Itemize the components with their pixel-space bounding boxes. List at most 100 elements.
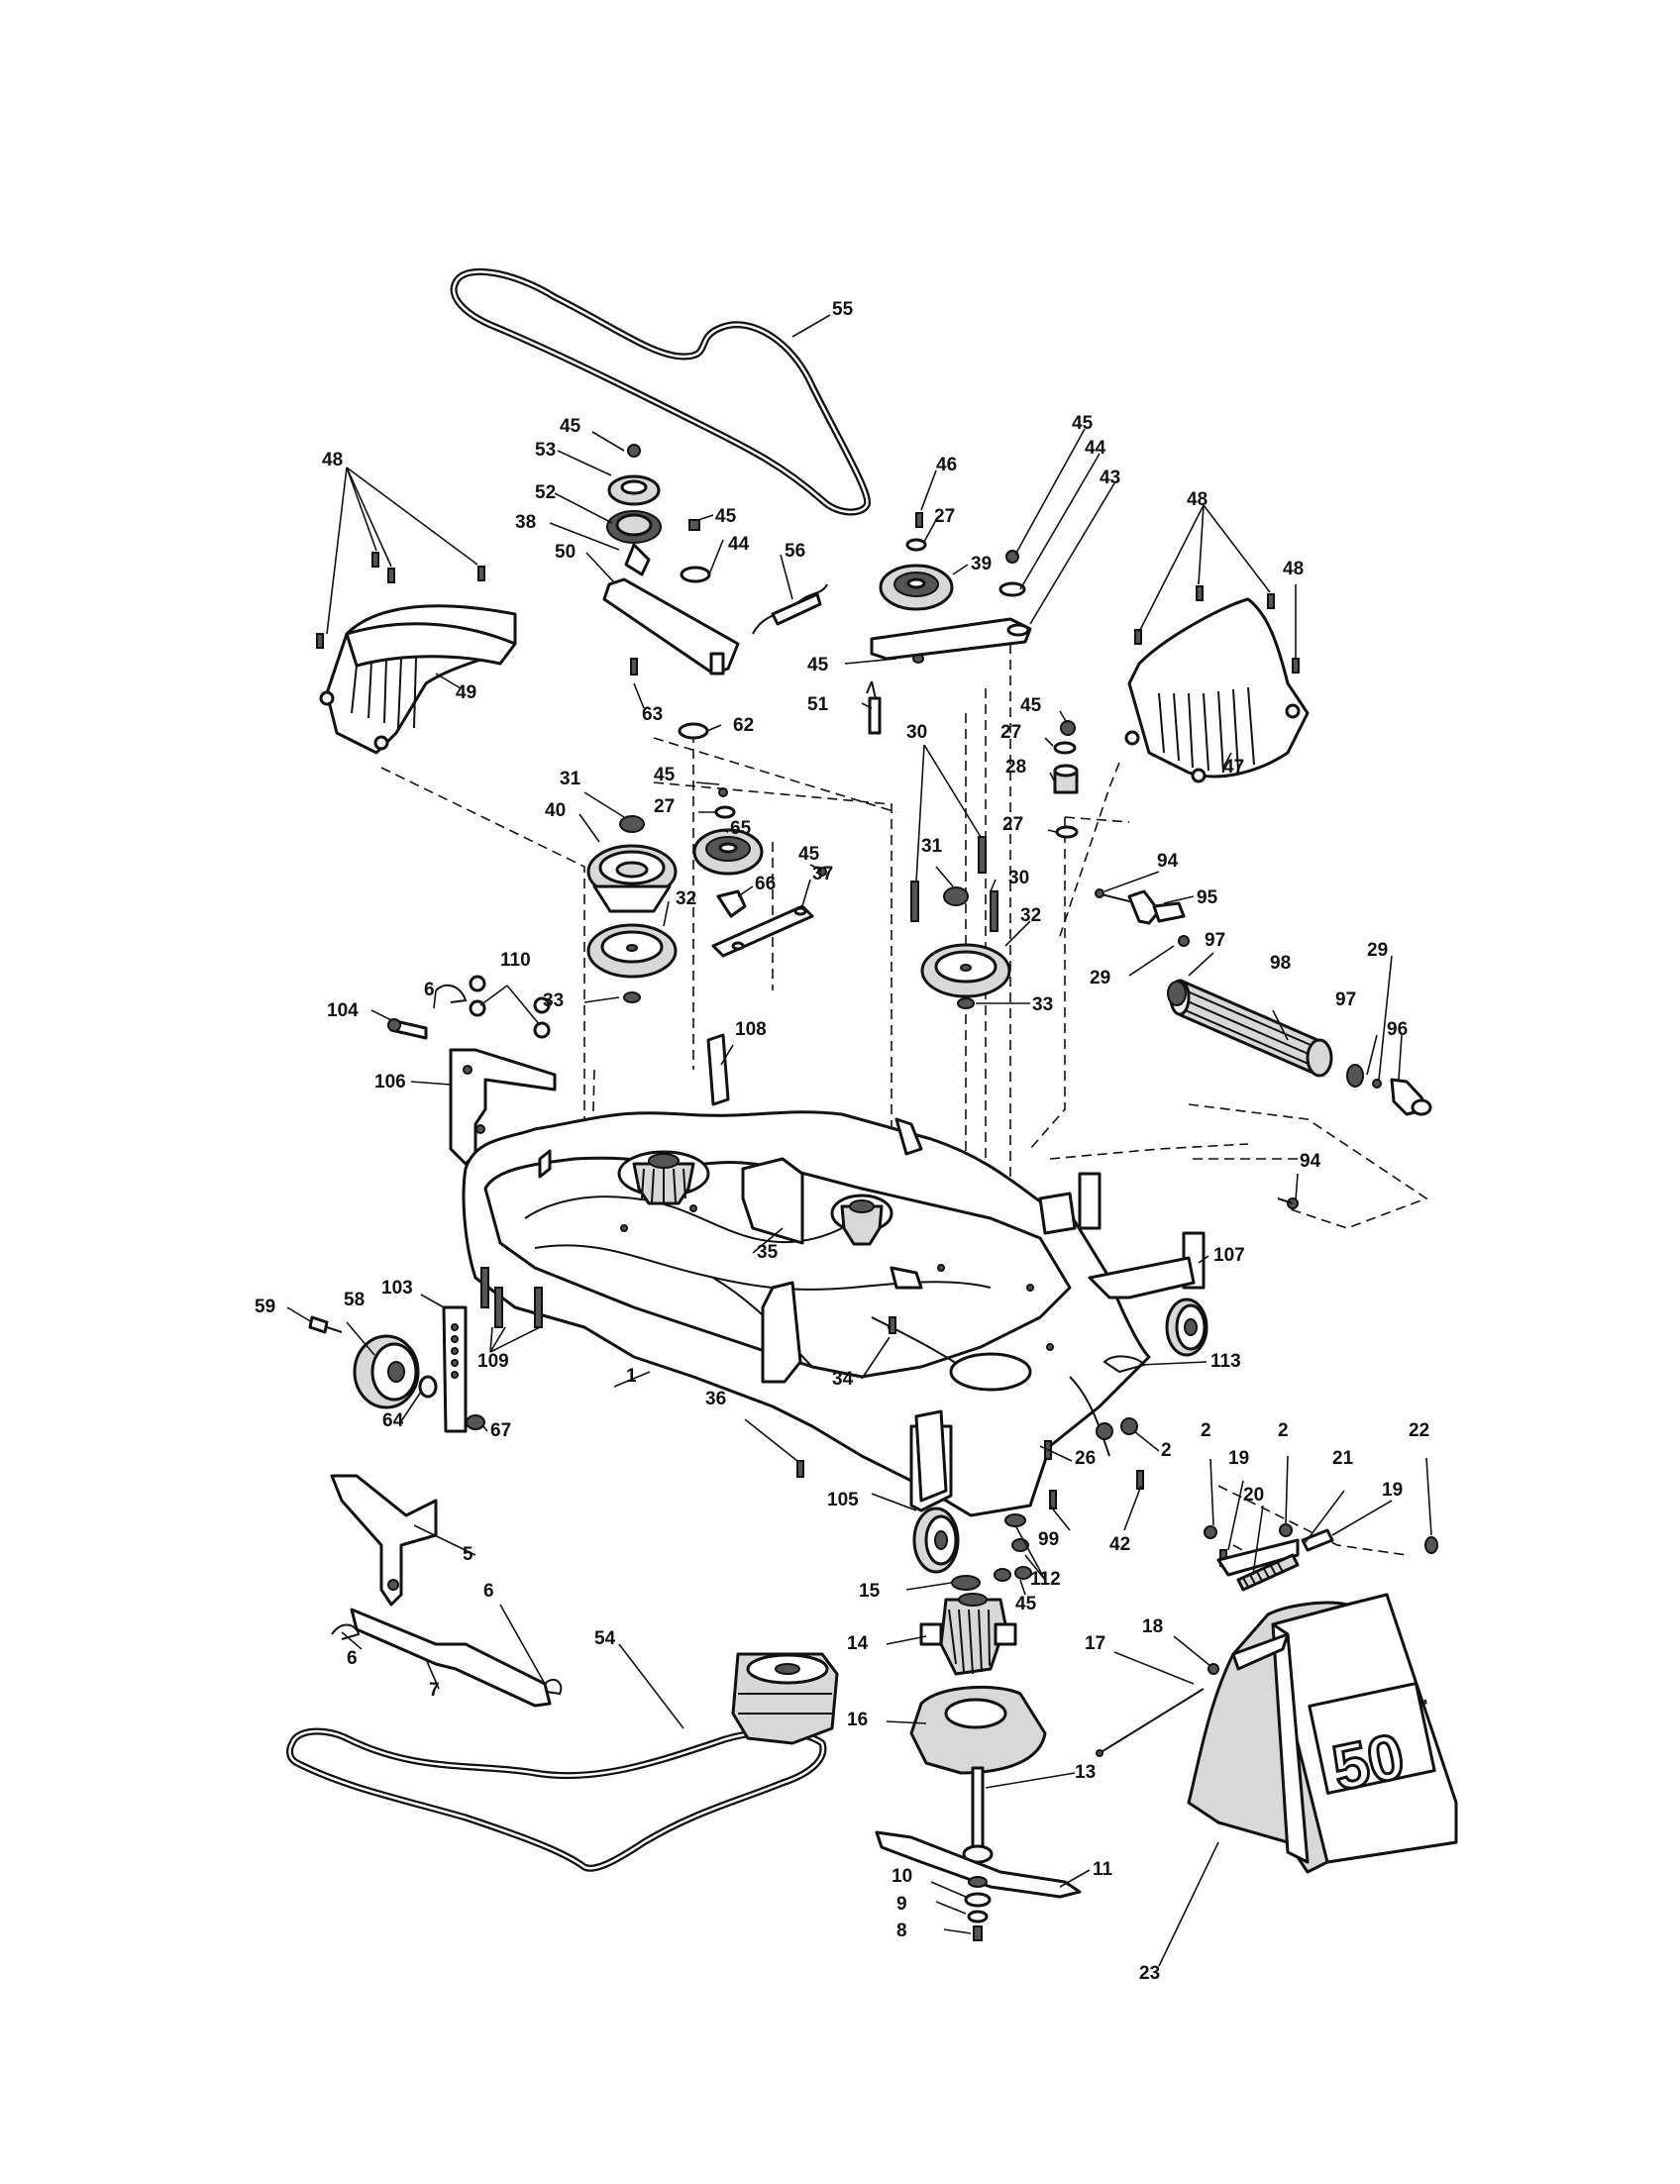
lift-arm-assembly <box>330 1474 563 1708</box>
callout-label: 34 <box>832 1369 854 1390</box>
callout-label: 10 <box>892 1866 912 1887</box>
callout-label: 45 <box>1072 413 1094 434</box>
callout-label: 112 <box>1030 1569 1061 1590</box>
callout-label: 42 <box>1109 1534 1130 1555</box>
callout-label: 19 <box>1382 1480 1403 1501</box>
callout-label: 45 <box>798 844 820 865</box>
belt-55 <box>450 267 871 516</box>
callout-label: 108 <box>735 1019 767 1040</box>
callout-label: 2 <box>1278 1420 1289 1441</box>
callout-label: 2 <box>1201 1420 1211 1441</box>
callout-label: 15 <box>859 1581 881 1602</box>
callout-label: 48 <box>1283 559 1304 579</box>
callout-label: 104 <box>327 1000 359 1021</box>
callout-label: 50 <box>555 542 576 563</box>
callout-label: 32 <box>1020 905 1041 926</box>
callout-label: 113 <box>1210 1351 1241 1372</box>
deflector-right-47 <box>1124 585 1310 783</box>
callout-label: 45 <box>715 506 737 527</box>
callout-label: 62 <box>733 715 754 736</box>
spindle-housing-stack <box>919 1513 1032 1676</box>
callout-label: 27 <box>654 796 675 817</box>
callout-label: 94 <box>1300 1151 1321 1172</box>
callout-label: 6 <box>347 1648 358 1669</box>
gauge-wheel-107 <box>1078 1172 1208 1357</box>
callout-label: 8 <box>896 1921 907 1941</box>
deflector-left-49 <box>316 552 517 755</box>
callout-label: 27 <box>934 506 955 527</box>
callout-label: 46 <box>936 455 957 475</box>
callout-label: 48 <box>1187 489 1208 510</box>
callout-label: 45 <box>807 655 829 676</box>
idler-bracket-assembly <box>602 444 828 740</box>
callout-label: 59 <box>255 1297 275 1317</box>
callout-label: 21 <box>1332 1448 1354 1469</box>
spindle-pulleys-left <box>586 815 678 1003</box>
callout-label: 36 <box>705 1389 726 1409</box>
callout-label: 44 <box>1085 438 1106 459</box>
discharge-chute-23 <box>1187 1593 1458 1874</box>
callout-label: 67 <box>490 1420 511 1441</box>
gauge-wheel-58 <box>308 1267 543 1433</box>
callout-label: 27 <box>1002 814 1023 835</box>
callout-label: 109 <box>477 1351 509 1372</box>
callout-label: 35 <box>757 1242 779 1263</box>
callout-label: 31 <box>921 836 943 857</box>
callout-label: 11 <box>1093 1859 1113 1880</box>
callout-label: 7 <box>429 1680 440 1701</box>
callout-label: 63 <box>642 704 663 725</box>
gauge-wheel-105 <box>912 1409 960 1574</box>
pulley-65-assembly <box>692 787 827 958</box>
callout-label: 54 <box>594 1628 616 1649</box>
callout-label: 33 <box>543 990 564 1011</box>
callout-label: 51 <box>807 694 829 715</box>
callout-label: 49 <box>456 682 476 703</box>
callout-label: 45 <box>560 416 581 437</box>
callout-label: 20 <box>1243 1485 1264 1506</box>
mower-deck-1 <box>462 1033 1151 1517</box>
callout-label: 1 <box>626 1366 637 1387</box>
callout-label: 47 <box>1223 757 1244 778</box>
idler-arm-assembly <box>866 512 1032 735</box>
callout-label: 14 <box>847 1633 869 1654</box>
badge-number: 50 <box>1326 1719 1411 1804</box>
spindle-pulleys-right <box>910 836 1011 1009</box>
callout-label: 38 <box>515 512 536 533</box>
callout-label: 43 <box>1100 468 1120 488</box>
belt-54 <box>286 1652 839 1872</box>
callout-label: 40 <box>545 800 566 821</box>
callout-label: 105 <box>827 1490 859 1510</box>
callout-label: 44 <box>728 534 750 555</box>
callout-label: 45 <box>654 765 676 785</box>
callout-label: 16 <box>847 1710 868 1730</box>
callout-label: 33 <box>1032 994 1053 1015</box>
callout-label: 23 <box>1139 1963 1160 1984</box>
callout-label: 95 <box>1197 887 1218 908</box>
callout-label: 64 <box>382 1410 404 1431</box>
callout-label: 99 <box>1038 1529 1059 1550</box>
gauge-bracket-left <box>387 975 557 1166</box>
callout-label: 18 <box>1142 1616 1163 1637</box>
callout-label: 27 <box>1000 722 1021 743</box>
callout-label: 45 <box>1015 1594 1037 1614</box>
callout-label: 26 <box>1075 1448 1096 1469</box>
callout-label: 31 <box>560 769 581 789</box>
callout-label: 6 <box>424 980 435 1000</box>
callout-label: 97 <box>1335 989 1356 1010</box>
leader-lines <box>286 314 1432 1967</box>
callout-label: 30 <box>906 722 927 743</box>
callout-label: 96 <box>1387 1019 1408 1040</box>
callout-label: 13 <box>1075 1762 1096 1783</box>
callout-label: 48 <box>322 450 343 470</box>
callout-label: 17 <box>1085 1633 1105 1654</box>
callout-label: 29 <box>1367 940 1388 961</box>
callout-label: 52 <box>535 482 556 503</box>
deck-size-badge: 50 " <box>1325 1696 1431 1805</box>
callout-label: 30 <box>1008 868 1029 888</box>
callout-label: 97 <box>1205 930 1225 951</box>
callout-label: 22 <box>1409 1420 1429 1441</box>
callout-label: 110 <box>500 950 531 971</box>
